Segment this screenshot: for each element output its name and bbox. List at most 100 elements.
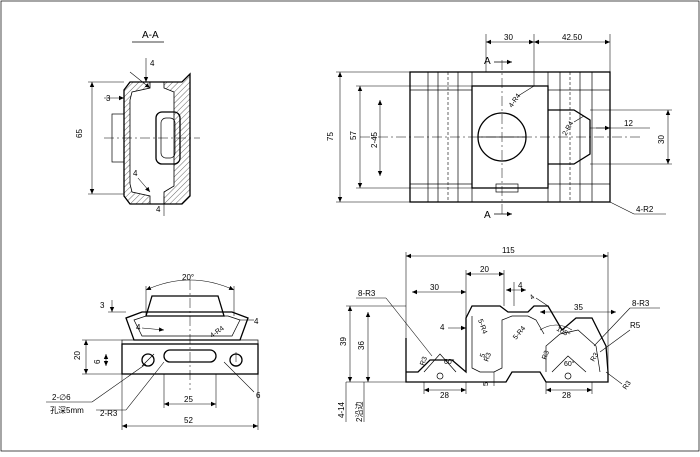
dim-6l: 6 [93, 359, 102, 364]
dim-105: 105° [555, 325, 572, 339]
top-pad-tl [409, 71, 473, 91]
dim-r3b: R3 [483, 352, 493, 363]
dim-2r4: 2-R4 [562, 120, 576, 137]
front-view: 115 20 30 4 4 35 8-R3 8-R3 4 5-R4 5-R4 [337, 246, 660, 422]
leader-8r3l [385, 297, 433, 357]
section-title: A-A [142, 30, 159, 41]
front-outline [405, 305, 609, 383]
side-view: 20° 3 4 4-R4 4 20 6 2-∅6 孔深5mm 2-R3 [46, 273, 261, 430]
dim-hole: 2-∅6 [52, 393, 71, 402]
dim-4r4: 4-R4 [508, 93, 522, 110]
dim-2r3: 2-R3 [100, 409, 118, 418]
top-pad-br [547, 183, 611, 203]
section-arrow-top-label: A [484, 56, 491, 67]
leader-8r3r [593, 307, 631, 347]
leader-r3e [605, 371, 623, 385]
dim-60a: 60° [444, 358, 455, 366]
dim-4top: 4 [518, 281, 523, 290]
dim-8r3l: 8-R3 [358, 289, 376, 298]
dim-245: 2-45 [370, 131, 379, 148]
dim-5b: 5 [483, 382, 490, 386]
dim-5r4b: 5-R4 [512, 325, 527, 341]
front-v-groove-right [551, 355, 587, 373]
dim-8r3r: 8-R3 [632, 299, 650, 308]
leader-6r [223, 361, 255, 393]
side-hole-left-x [141, 353, 155, 367]
dim-4r2: 4-R2 [636, 205, 654, 214]
side-hole-left [141, 353, 155, 367]
top-view: A A 30 42.50 75 57 2-45 4-R4 2-R4 12 [326, 33, 672, 221]
dim-20deg: 20° [182, 273, 194, 282]
side-top-plate [145, 295, 225, 317]
top-rails [427, 72, 593, 202]
dim-arc-105 [539, 324, 573, 331]
dim-r3e: R3 [622, 380, 633, 391]
dim-52: 52 [184, 416, 193, 425]
dim-5r4a: 5-R4 [476, 318, 488, 335]
dim-414: 4-14 [337, 401, 346, 418]
dim-20: 20 [480, 265, 489, 274]
leader-r5 [599, 329, 631, 353]
dim-20: 20 [73, 351, 82, 360]
dim-36: 36 [357, 341, 366, 350]
dim-28b: 28 [562, 391, 571, 400]
front-hole-b [564, 372, 572, 380]
dim-4-mid: 4 [133, 169, 138, 178]
top-slot-bottom [495, 183, 519, 193]
dim-30: 30 [504, 33, 513, 42]
dim-4l: 4 [440, 323, 445, 332]
dim-65: 65 [75, 129, 84, 138]
dim-3: 3 [106, 94, 111, 103]
leader-4-mid [137, 177, 151, 193]
dim-4r: 4 [254, 317, 259, 326]
dim-3: 3 [100, 301, 105, 310]
leader-2r3 [125, 361, 165, 411]
section-arrow-bottom-label: A [484, 210, 491, 221]
dim-5a: 5 [479, 353, 487, 359]
leader-4r4 [517, 85, 535, 97]
dim-35: 35 [574, 303, 583, 312]
section-wall-left [123, 81, 151, 205]
leader-4s [535, 297, 549, 307]
dim-57: 57 [349, 131, 358, 140]
dim-4s: 4 [529, 294, 537, 302]
section-view-aa: A-A 65 3 4 4 4 [75, 30, 200, 216]
dim-30b: 30 [657, 135, 666, 144]
front-v-groove-left [423, 353, 457, 373]
dim-4-top: 4 [150, 59, 155, 68]
dim-4250: 42.50 [562, 33, 583, 42]
dim-28a: 28 [440, 391, 449, 400]
top-pad-tr [547, 71, 611, 91]
dim-75: 75 [326, 132, 335, 141]
dim-r3a: R3 [419, 356, 429, 367]
dim-depth: 孔深5mm [50, 406, 84, 415]
dim-4l: 4 [136, 323, 141, 332]
front-hole-a [436, 372, 444, 380]
leader-2r4 [573, 115, 585, 123]
dim-115: 115 [502, 246, 515, 255]
dim-r3c: R3 [541, 350, 551, 361]
dim-4-bot: 4 [156, 205, 161, 214]
dim-arc-20deg [145, 279, 235, 291]
top-pad-bl [409, 183, 473, 203]
side-trough-inner [133, 315, 241, 337]
front-inner-right [545, 329, 601, 373]
leader-hole [91, 363, 147, 403]
dim-2side: 2沿边 [354, 402, 364, 422]
dim-4r4: 4-R4 [209, 325, 226, 339]
dim-30: 30 [430, 283, 439, 292]
dim-25: 25 [184, 395, 193, 404]
dim-r5: R5 [630, 321, 641, 330]
dim-60b: 60° [564, 360, 575, 368]
leader-4-top [129, 71, 151, 89]
front-inner [471, 315, 545, 373]
leader-4l [141, 327, 165, 332]
dim-r3d: R3 [590, 352, 601, 363]
dim-12: 12 [624, 119, 633, 128]
leader-4r2 [609, 201, 635, 215]
dim-39: 39 [339, 337, 348, 346]
dim-6r: 6 [256, 391, 261, 400]
